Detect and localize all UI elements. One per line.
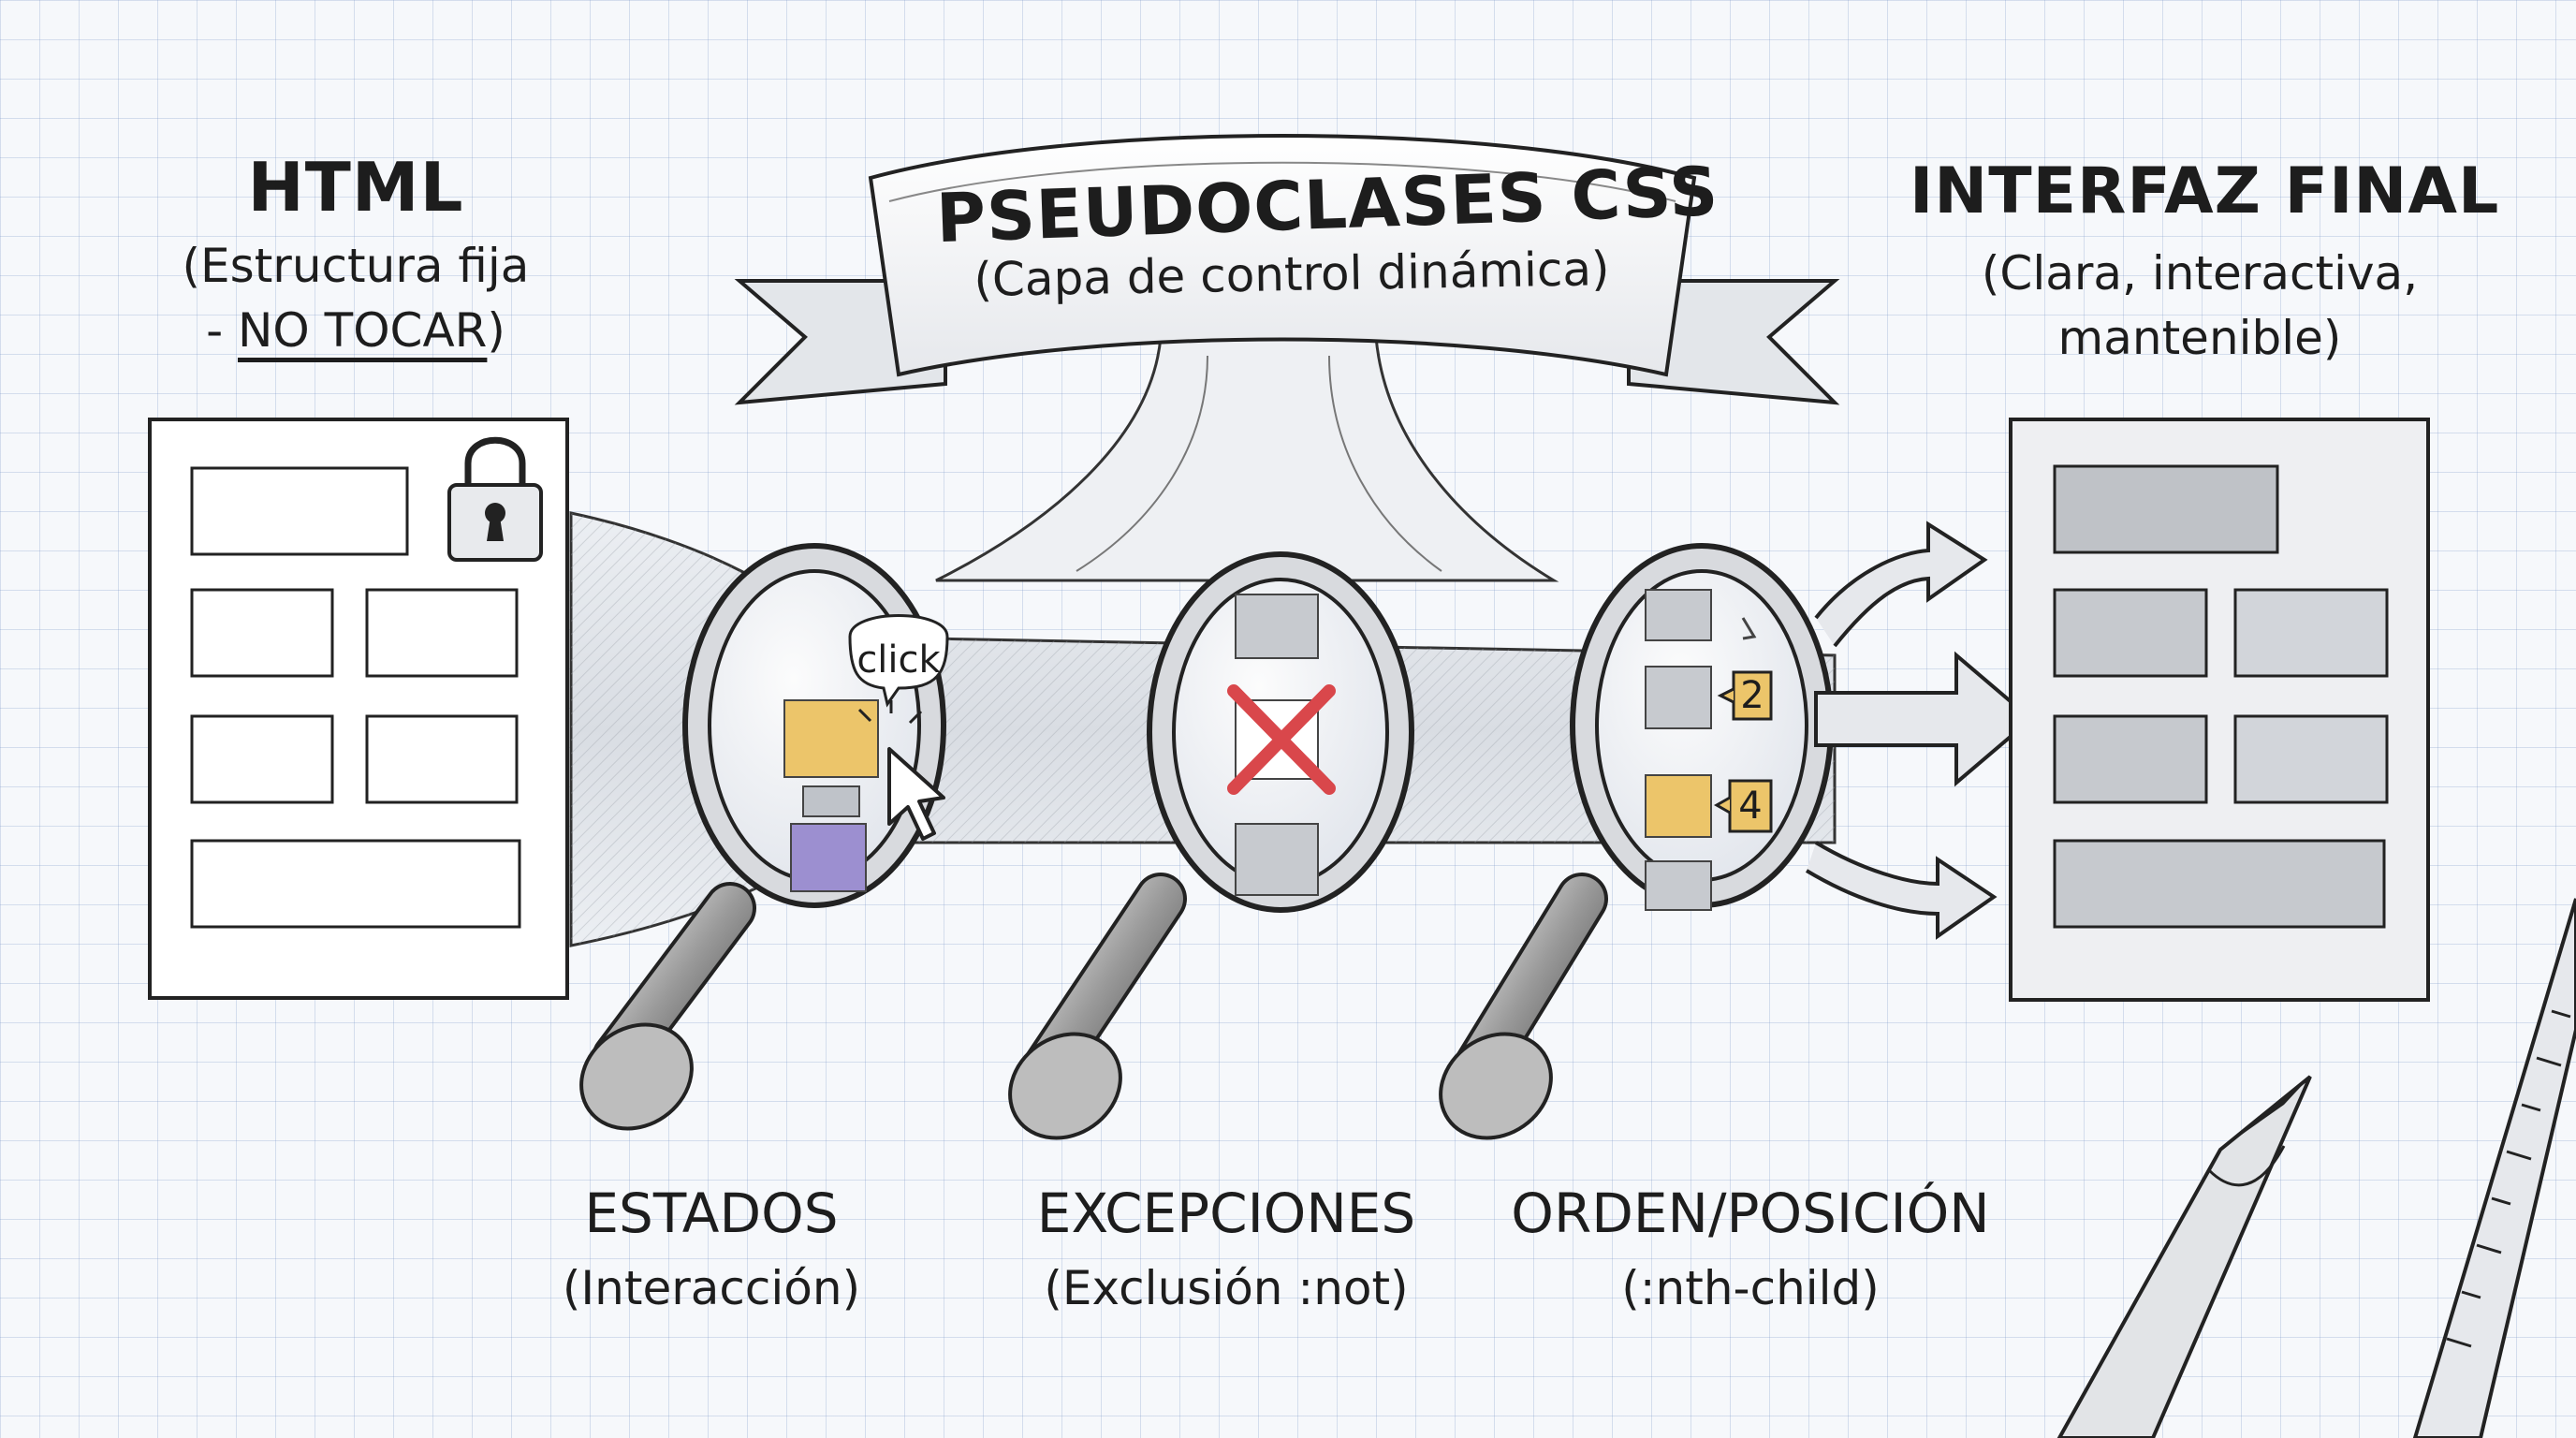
html-subtitle-line1: (Estructura fija (182, 239, 530, 293)
lock-icon (447, 436, 543, 562)
click-bubble-text: click (856, 638, 941, 682)
no-tocar-label: NO TOCAR (238, 303, 488, 358)
html-subtitle-prefix: - (206, 303, 238, 358)
x-mark-icon (1227, 684, 1336, 795)
click-bubble (848, 614, 949, 708)
pencil-icon (2056, 1075, 2312, 1438)
lens-excepciones-subtitle: (Exclusión :not) (1044, 1261, 1409, 1315)
ruler-icon (2412, 898, 2576, 1438)
output-title: INTERFAZ FINAL (1910, 154, 2500, 228)
banner-stem (935, 335, 1559, 582)
cursor-icon (857, 700, 945, 841)
lens-orden-posicion (1439, 543, 1834, 1140)
arrow-icon (1805, 521, 2035, 940)
lens-orden-subtitle: (:nth-child) (1621, 1261, 1880, 1315)
html-subtitle-line2: - NO TOCAR) (131, 299, 580, 363)
lens-estados-title: ESTADOS (584, 1181, 839, 1245)
html-title: HTML (247, 148, 464, 227)
nth-badge-2: 2 (1740, 674, 1764, 717)
output-subtitle: (Clara, interactiva, mantenible) (1910, 242, 2490, 371)
output-subtitle-line1: (Clara, interactiva, (1981, 246, 2419, 301)
output-subtitle-line2: mantenible) (2057, 311, 2342, 365)
html-subtitle-suffix: ) (487, 303, 505, 358)
lens-estados-subtitle: (Interacción) (562, 1261, 861, 1315)
output-interface (2009, 418, 2430, 1002)
html-subtitle: (Estructura fija - NO TOCAR) (131, 234, 580, 363)
banner-ribbon (734, 134, 1840, 405)
lens-excepciones-title: EXCEPCIONES (1036, 1181, 1416, 1245)
lens-orden-title: ORDEN/POSICIÓN (1511, 1181, 1990, 1245)
nth-badge-4: 4 (1738, 785, 1763, 828)
